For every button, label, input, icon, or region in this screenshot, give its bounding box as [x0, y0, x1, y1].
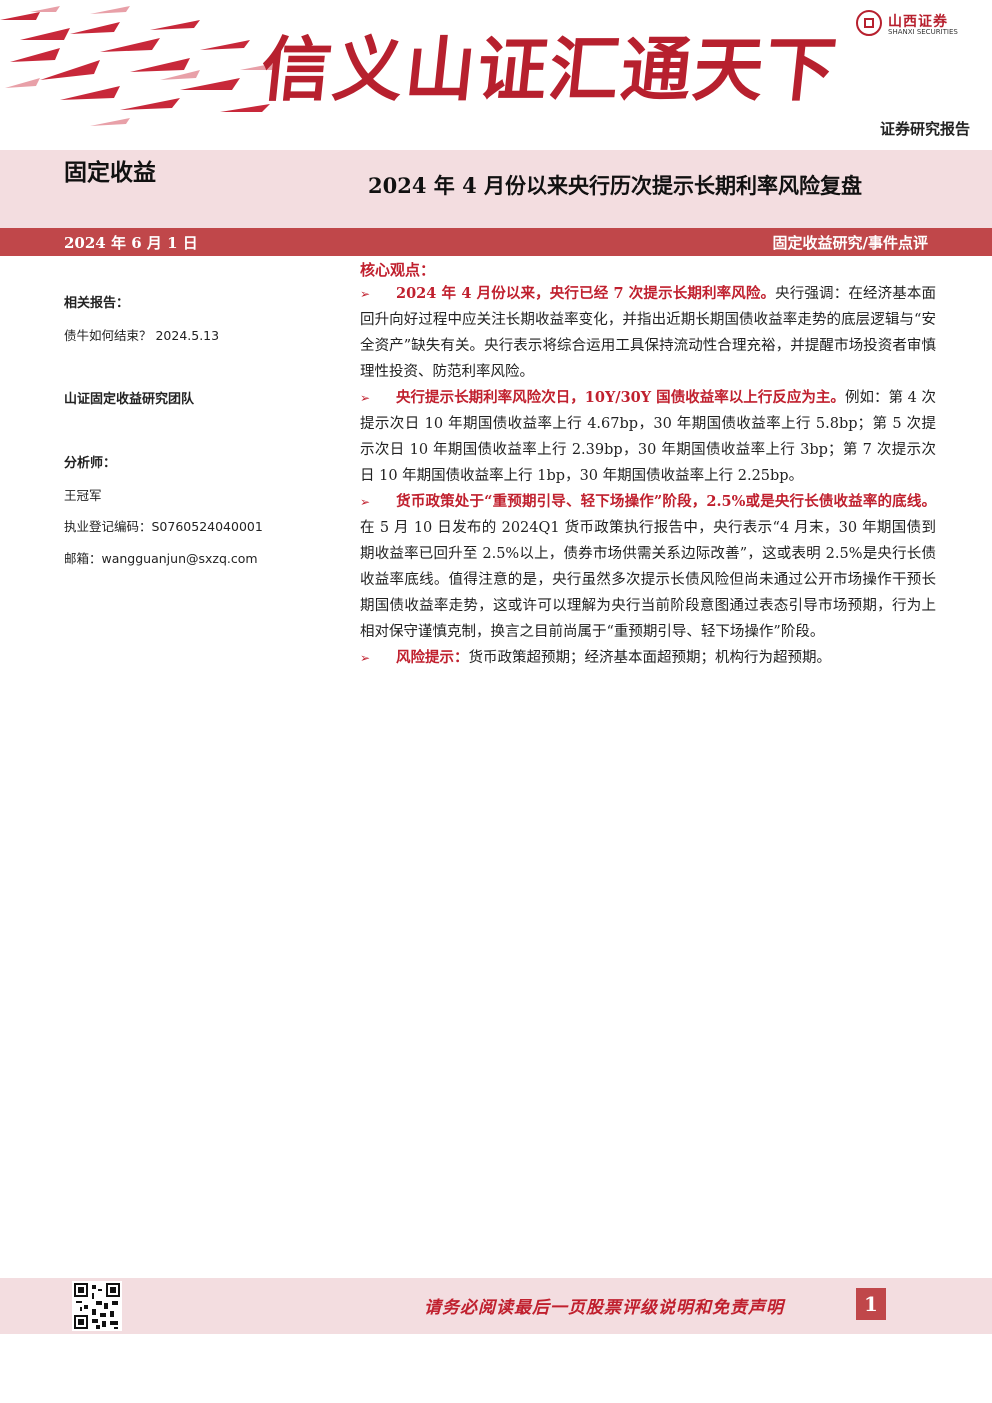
- related-reports-label: 相关报告：: [64, 296, 130, 311]
- section-title: 固定收益: [64, 160, 156, 186]
- arrow-right-icon: ➢: [360, 391, 371, 405]
- key-point-body: 央行强调：在经济基本面回升向好过程中应关注长期收益率变化，并指出近期长期国债收益…: [360, 286, 937, 380]
- arrow-right-icon: ➢: [360, 287, 371, 301]
- key-point-highlight: 货币政策处于“重预期引导、轻下场操作”阶段，2.5%或是央行长债收益率的底线。: [396, 493, 936, 510]
- arrow-right-icon: ➢: [360, 651, 371, 665]
- footer-band: [0, 1278, 992, 1334]
- logo-name-en: SHANXI SECURITIES: [888, 28, 958, 36]
- key-point-highlight: 2024 年 4 月份以来，央行已经 7 次提示长期利率风险。: [396, 285, 776, 302]
- analyst-name: 王冠军: [64, 488, 102, 503]
- key-point: ➢ 风险提示：货币政策超预期；经济基本面超预期；机构行为超预期。: [360, 645, 936, 671]
- key-point-body: 货币政策超预期；经济基本面超预期；机构行为超预期。: [468, 650, 832, 666]
- page-number: 1: [856, 1288, 886, 1320]
- key-point: ➢ 货币政策处于“重预期引导、轻下场操作”阶段，2.5%或是央行长债收益率的底线。…: [360, 489, 936, 645]
- core-views-list: ➢ 2024 年 4 月份以来，央行已经 7 次提示长期利率风险。央行强调：在经济…: [360, 281, 936, 671]
- logo-mark-icon: [856, 10, 882, 36]
- core-views-heading: 核心观点：: [360, 261, 436, 279]
- report-category: 固定收益研究/事件点评: [772, 234, 928, 252]
- key-point-body: 例如：第 4 次提示次日 10 年期国债收益率上行 4.67bp，30 年期国债…: [360, 390, 936, 484]
- research-team: 山证固定收益研究团队: [64, 392, 195, 407]
- logo-name-cn: 山西证券: [888, 14, 948, 30]
- key-point-highlight: 风险提示：: [396, 649, 469, 666]
- key-point: ➢ 央行提示长期利率风险次日，10Y/30Y 国债收益率以上行反应为主。例如：第 …: [360, 385, 936, 489]
- related-report-link[interactable]: 债牛如何结束？ 2024.5.13: [64, 328, 220, 343]
- report-title: 2024 年 4 月份以来央行历次提示长期利率风险复盘: [368, 173, 862, 198]
- qr-code-icon: [72, 1281, 122, 1331]
- report-date: 2024 年 6 月 1 日: [64, 234, 198, 252]
- date-bar: [0, 228, 992, 256]
- key-point-highlight: 央行提示长期利率风险次日，10Y/30Y 国债收益率以上行反应为主。: [396, 389, 845, 406]
- analyst-email[interactable]: 邮箱：wangguanjun@sxzq.com: [64, 551, 258, 566]
- title-band: [0, 150, 992, 228]
- analyst-label: 分析师：: [64, 456, 117, 471]
- disclaimer-notice: 请务必阅读最后一页股票评级说明和免责声明: [424, 1298, 784, 1318]
- banner-arrows-graphic: [0, 6, 280, 126]
- document-type: 证券研究报告: [879, 120, 970, 138]
- key-point-body: 在 5 月 10 日发布的 2024Q1 货币政策执行报告中，央行表示“4 月末…: [360, 520, 936, 640]
- header-banner: 信义山证汇通天下 山西证券 SHANXI SECURITIES 证券研究报告: [0, 0, 992, 150]
- brand-slogan: 信义山证汇通天下: [257, 28, 842, 111]
- key-point: ➢ 2024 年 4 月份以来，央行已经 7 次提示长期利率风险。央行强调：在经济…: [360, 281, 936, 385]
- analyst-license: 执业登记编码：S0760524040001: [64, 519, 263, 534]
- arrow-right-icon: ➢: [360, 495, 371, 509]
- company-logo: 山西证券 SHANXI SECURITIES: [856, 10, 974, 40]
